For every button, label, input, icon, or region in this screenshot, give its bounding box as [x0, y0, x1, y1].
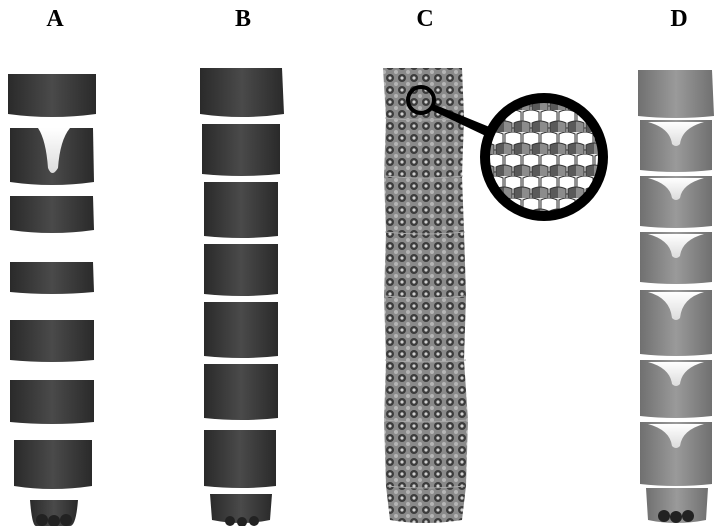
- column-d: [638, 70, 714, 523]
- column-a: [8, 74, 96, 526]
- column-c: [383, 68, 604, 523]
- column-b: [200, 68, 284, 526]
